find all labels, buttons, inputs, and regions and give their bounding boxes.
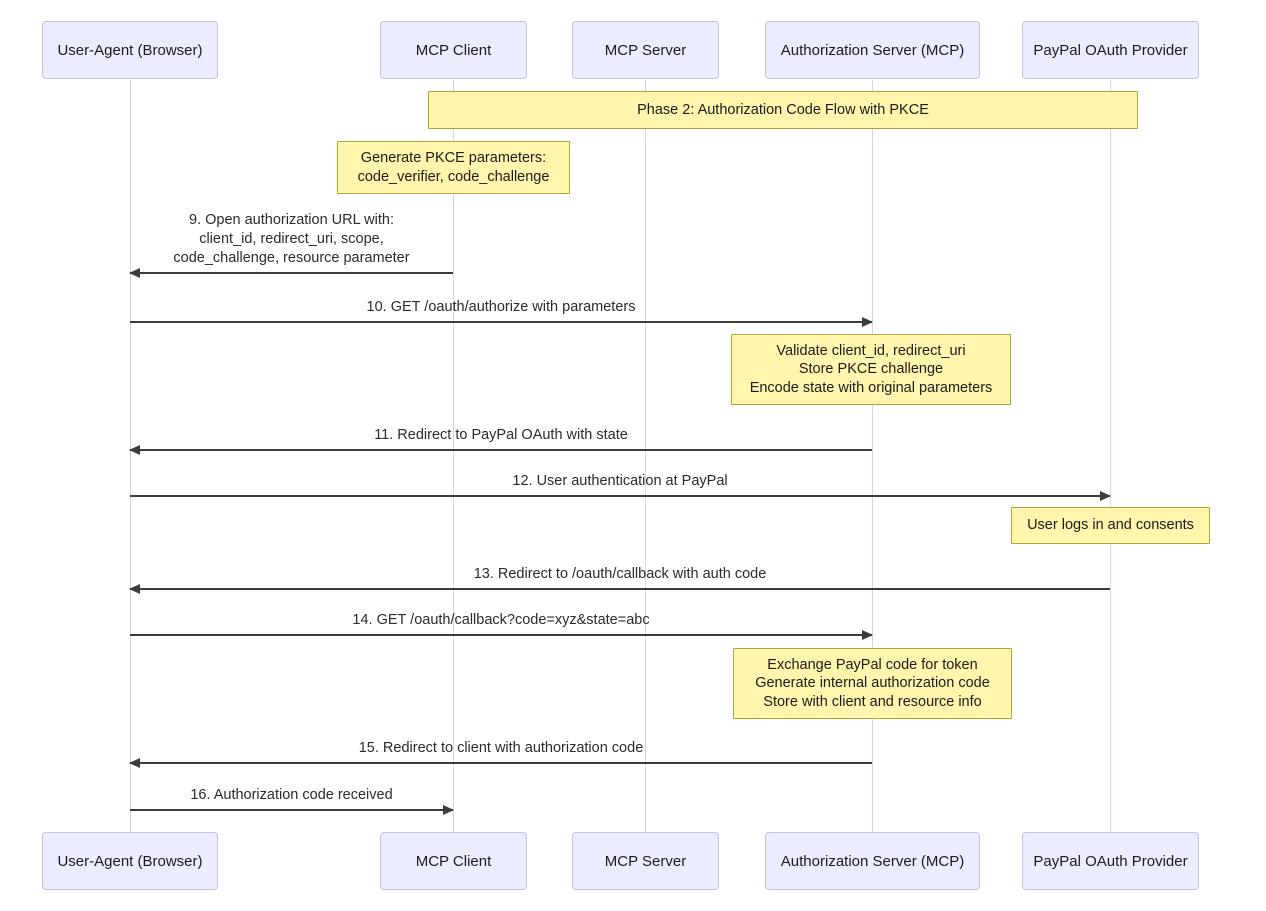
actor-top-paypal: PayPal OAuth Provider xyxy=(1022,21,1199,79)
message-15-label: 15. Redirect to client with authorizatio… xyxy=(358,740,644,756)
lifeline-user-agent xyxy=(130,80,131,832)
message-13-arrow-left xyxy=(129,584,1110,594)
message-11-arrow-left xyxy=(129,445,872,455)
actor-bottom-user-agent: User-Agent (Browser) xyxy=(42,832,218,890)
actor-bottom-paypal: PayPal OAuth Provider xyxy=(1022,832,1199,890)
actor-top-mcp-client: MCP Client xyxy=(380,21,527,79)
note-validate-store-encode: Validate client_id, redirect_uri Store P… xyxy=(731,334,1011,405)
actor-bottom-mcp-client: MCP Client xyxy=(380,832,527,890)
message-11: 11. Redirect to PayPal OAuth with state xyxy=(129,426,872,455)
message-13-label: 13. Redirect to /oauth/callback with aut… xyxy=(473,566,767,582)
arrowhead-left-icon xyxy=(129,445,140,455)
lifeline-mcp-client xyxy=(453,80,454,832)
arrowhead-right-icon xyxy=(862,317,873,327)
arrowhead-left-icon xyxy=(129,584,140,594)
note-generate-pkce: Generate PKCE parameters: code_verifier,… xyxy=(337,141,570,194)
message-9: 9. Open authorization URL with: client_i… xyxy=(129,211,453,278)
message-12: 12. User authentication at PayPal xyxy=(130,472,1111,501)
message-12-label: 12. User authentication at PayPal xyxy=(512,473,728,489)
note-exchange-generate-store: Exchange PayPal code for token Generate … xyxy=(733,648,1012,719)
message-16-arrow-right xyxy=(130,805,454,815)
lifeline-paypal xyxy=(1110,80,1111,832)
actor-bottom-mcp-server: MCP Server xyxy=(572,832,719,890)
actor-bottom-auth-server: Authorization Server (MCP) xyxy=(765,832,980,890)
message-9-arrow-left xyxy=(129,268,453,278)
arrowhead-left-icon xyxy=(129,268,140,278)
message-12-arrow-right xyxy=(130,491,1111,501)
message-16-label: 16. Authorization code received xyxy=(190,787,393,803)
arrowhead-right-icon xyxy=(443,805,454,815)
note-user-consents: User logs in and consents xyxy=(1011,507,1210,544)
message-9-label: 9. Open authorization URL with: client_i… xyxy=(173,212,410,266)
lifeline-mcp-server xyxy=(645,80,646,832)
message-14: 14. GET /oauth/callback?code=xyz&state=a… xyxy=(130,611,873,640)
arrowhead-left-icon xyxy=(129,758,140,768)
message-15-arrow-left xyxy=(129,758,872,768)
message-13: 13. Redirect to /oauth/callback with aut… xyxy=(129,565,1110,594)
phase-banner-note: Phase 2: Authorization Code Flow with PK… xyxy=(428,91,1138,129)
arrowhead-right-icon xyxy=(862,630,873,640)
actor-top-auth-server: Authorization Server (MCP) xyxy=(765,21,980,79)
message-16: 16. Authorization code received xyxy=(130,786,454,815)
arrowhead-right-icon xyxy=(1100,491,1111,501)
message-14-arrow-right xyxy=(130,630,873,640)
message-10-arrow-right xyxy=(130,317,873,327)
actor-top-user-agent: User-Agent (Browser) xyxy=(42,21,218,79)
actor-top-mcp-server: MCP Server xyxy=(572,21,719,79)
message-10-label: 10. GET /oauth/authorize with parameters xyxy=(366,299,636,315)
message-14-label: 14. GET /oauth/callback?code=xyz&state=a… xyxy=(352,612,650,628)
message-15: 15. Redirect to client with authorizatio… xyxy=(129,739,872,768)
message-11-label: 11. Redirect to PayPal OAuth with state xyxy=(374,427,628,443)
lifeline-auth-server xyxy=(872,80,873,832)
message-10: 10. GET /oauth/authorize with parameters xyxy=(130,298,873,327)
